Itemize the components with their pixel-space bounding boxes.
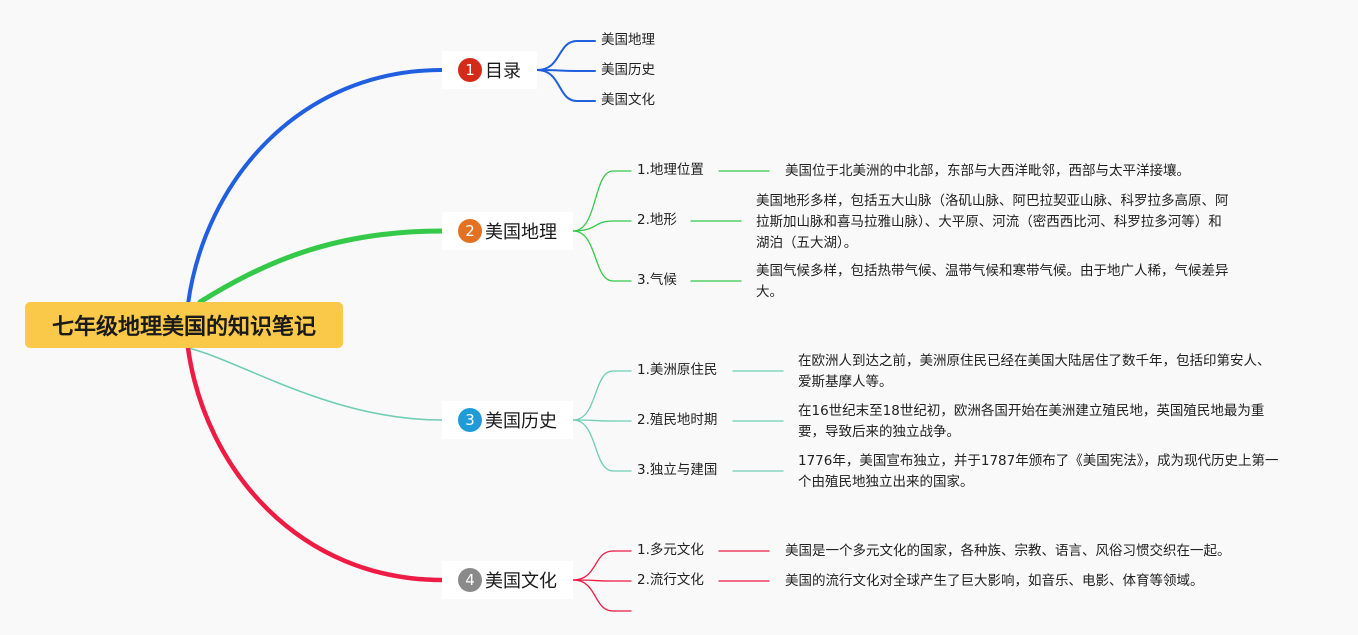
- detail-note: 在欧洲人到达之前，美洲原住民已经在美国大陆居住了数千年，包括印第安人、爱斯基摩人…: [798, 351, 1271, 393]
- subtopic[interactable]: 1.美洲原住民: [637, 362, 718, 378]
- branch-topic-label: 美国文化: [485, 571, 557, 592]
- detail-note-line: 美国是一个多元文化的国家，各种族、宗教、语言、风俗习惯交织在一起。: [785, 543, 1231, 559]
- detail-note-line: 1776年，美国宣布独立，并于1787年颁布了《美国宪法》，成为现代历史上第一: [798, 453, 1279, 469]
- branch-topic-label: 美国地理: [485, 222, 557, 243]
- subtopic[interactable]: 1.地理位置: [637, 162, 704, 178]
- subtopic-connector: [572, 170, 632, 232]
- subtopic-connector: [572, 550, 632, 581]
- subtopic-connector: [572, 220, 632, 232]
- subtopic-connector: [572, 230, 632, 282]
- branch-topic-label: 目录: [485, 61, 521, 82]
- subtopic-connector: [536, 69, 596, 102]
- subtopic-connector: [572, 579, 632, 612]
- subtopic[interactable]: 2.流行文化: [637, 572, 704, 588]
- branch-connector: [186, 68, 444, 306]
- branch-connector: [185, 345, 445, 583]
- detail-note-line: 在欧洲人到达之前，美洲原住民已经在美国大陆居住了数千年，包括印第安人、: [798, 353, 1271, 369]
- subtopic[interactable]: 2.殖民地时期: [637, 412, 718, 428]
- detail-note-line: 大。: [756, 284, 783, 300]
- number-badge-icon: 2: [458, 219, 482, 243]
- subtopic-connector: [572, 579, 632, 582]
- subtopic[interactable]: 3.气候: [637, 272, 677, 288]
- detail-note-line: 要，导致后来的独立战争。: [798, 424, 960, 440]
- number-badge-icon: 1: [458, 58, 482, 82]
- detail-note-line: 美国的流行文化对全球产生了巨大影响，如音乐、电影、体育等领域。: [785, 573, 1204, 589]
- subtopic-connector: [536, 40, 596, 71]
- subtopic-connector: [572, 370, 632, 421]
- root-topic[interactable]: 七年级地理美国的知识笔记: [25, 302, 343, 348]
- detail-note-line: 美国地形多样，包括五大山脉（洛矶山脉、阿巴拉契亚山脉、科罗拉多高原、阿: [756, 193, 1229, 209]
- branch-topic-label: 美国历史: [485, 411, 557, 432]
- subtopic[interactable]: 1.多元文化: [637, 542, 704, 558]
- number-badge-icon: 4: [458, 568, 482, 592]
- detail-note: 在16世纪末至18世纪初，欧洲各国开始在美洲建立殖民地，英国殖民地最为重要，导致…: [798, 401, 1264, 443]
- detail-note: 美国位于北美洲的中北部，东部与大西洋毗邻，西部与太平洋接壤。: [785, 161, 1190, 182]
- detail-note-line: 湖泊（五大湖）。: [756, 235, 858, 251]
- detail-note: 美国气候多样，包括热带气候、温带气候和寒带气候。由于地广人稀，气候差异大。: [756, 261, 1229, 303]
- subtopic[interactable]: 美国历史: [601, 62, 655, 78]
- detail-note-line: 美国气候多样，包括热带气候、温带气候和寒带气候。由于地广人稀，气候差异: [756, 263, 1229, 279]
- detail-note-line: 拉斯加山脉和喜马拉雅山脉）、大平原、河流（密西西比河、科罗拉多河等）和: [756, 214, 1222, 230]
- detail-note: 1776年，美国宣布独立，并于1787年颁布了《美国宪法》，成为现代历史上第一个…: [798, 451, 1278, 493]
- subtopic[interactable]: 2.地形: [637, 212, 677, 228]
- branch-connector: [197, 228, 445, 305]
- detail-note-line: 个由殖民地独立出来的国家。: [798, 474, 974, 490]
- subtopic-connector: [572, 419, 632, 472]
- root-topic-label: 七年级地理美国的知识笔记: [51, 315, 316, 340]
- detail-note-line: 在16世纪末至18世纪初，欧洲各国开始在美洲建立殖民地，英国殖民地最为重: [798, 403, 1265, 419]
- detail-note-line: 爱斯基摩人等。: [798, 374, 893, 390]
- subtopic[interactable]: 3.独立与建国: [637, 462, 718, 478]
- subtopic[interactable]: 美国地理: [601, 32, 655, 48]
- subtopic[interactable]: 美国文化: [601, 92, 655, 108]
- detail-note-line: 美国位于北美洲的中北部，东部与大西洋毗邻，西部与太平洋接壤。: [785, 163, 1190, 179]
- number-badge-icon: 3: [458, 408, 482, 432]
- detail-note: 美国是一个多元文化的国家，各种族、宗教、语言、风俗习惯交织在一起。: [785, 541, 1231, 562]
- detail-note: 美国地形多样，包括五大山脉（洛矶山脉、阿巴拉契亚山脉、科罗拉多高原、阿拉斯加山脉…: [756, 191, 1229, 254]
- detail-note: 美国的流行文化对全球产生了巨大影响，如音乐、电影、体育等领域。: [785, 571, 1204, 592]
- subtopic-connector: [572, 419, 632, 422]
- branch-connector: [187, 347, 443, 421]
